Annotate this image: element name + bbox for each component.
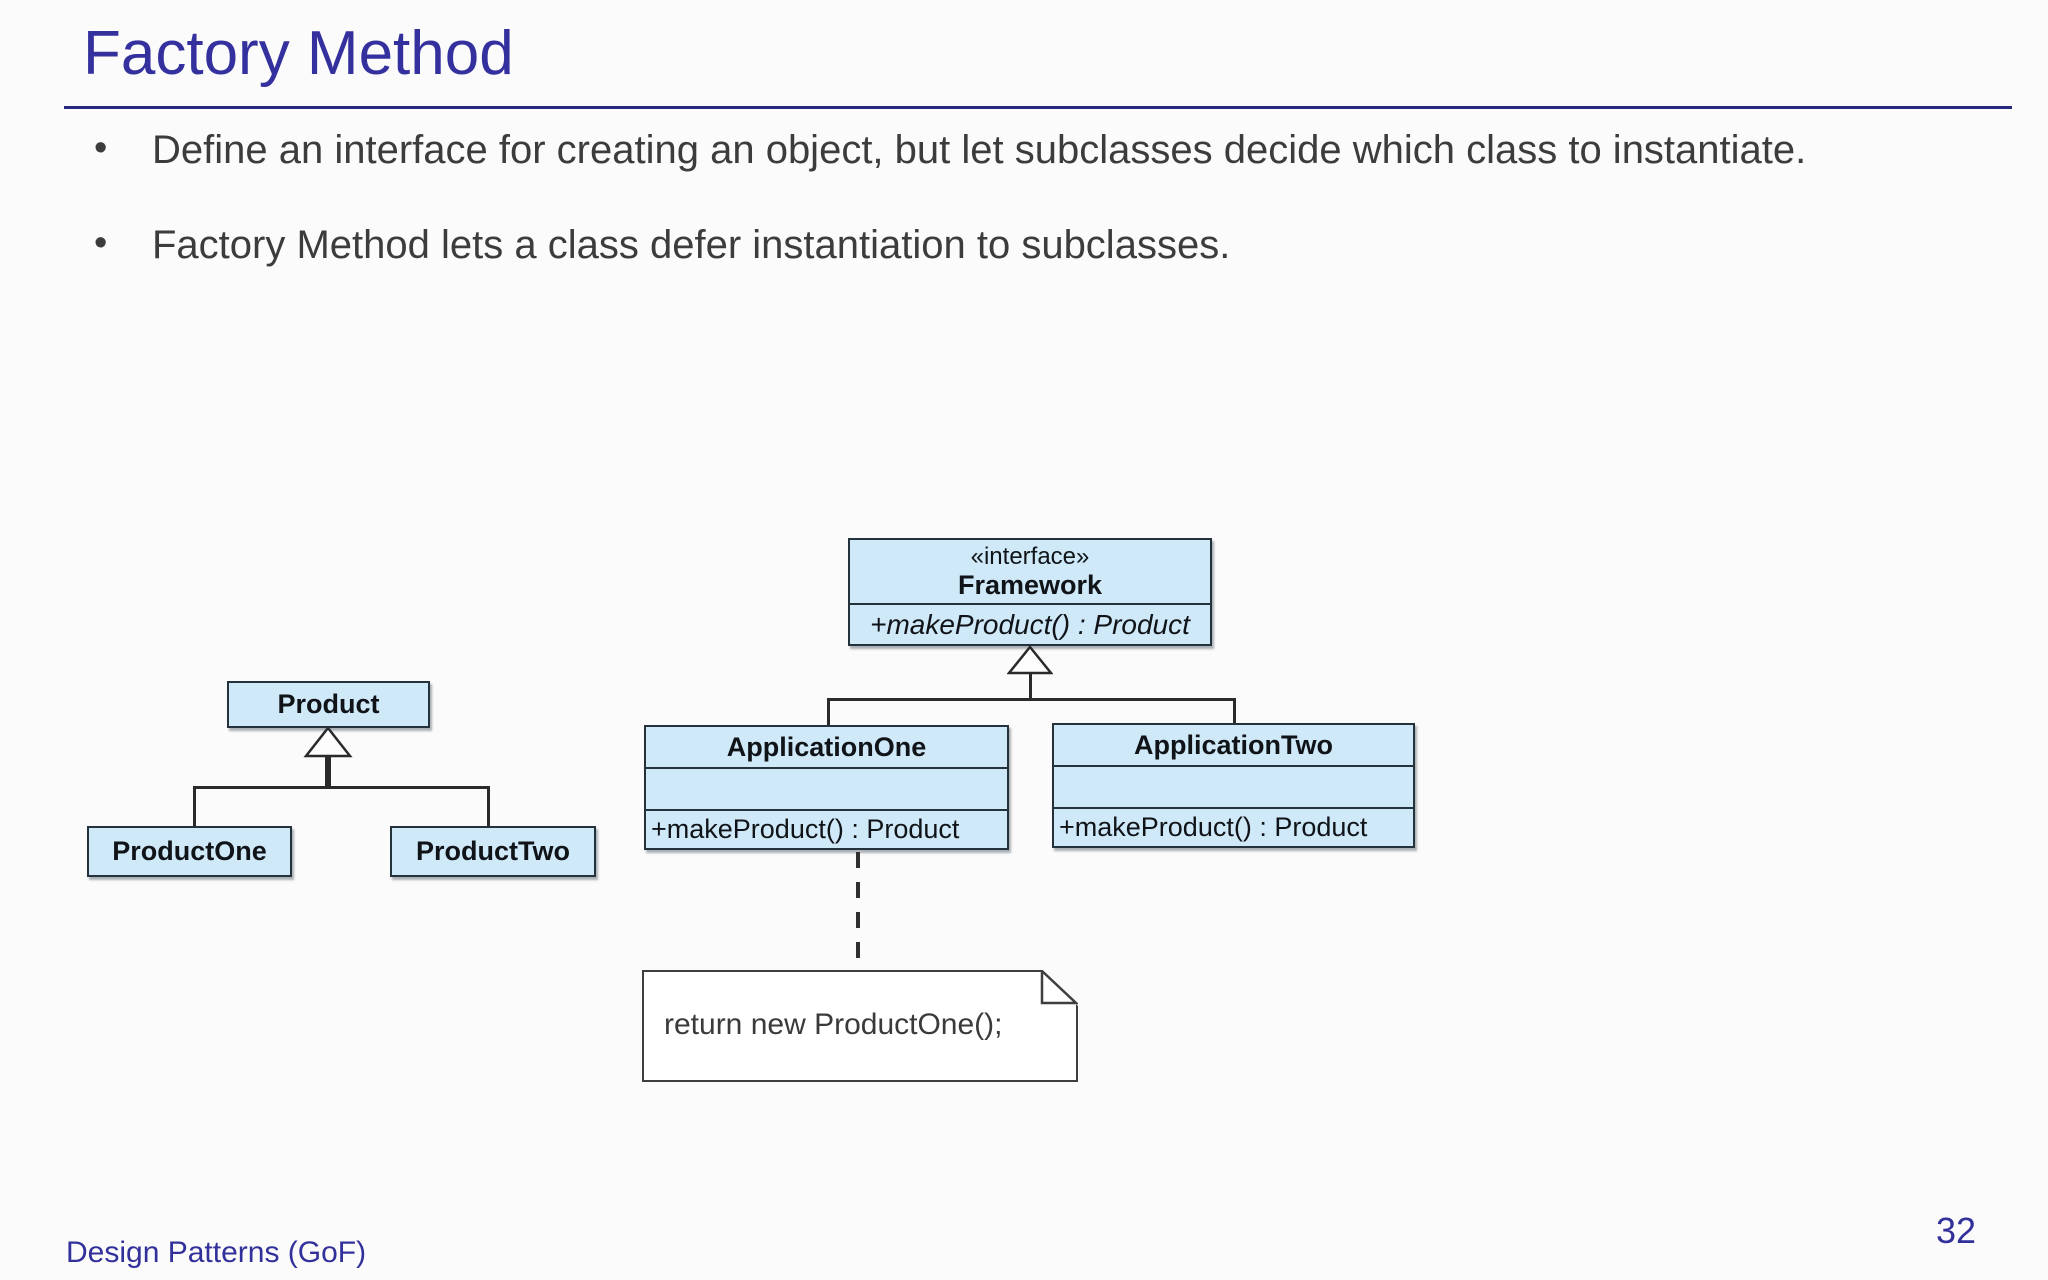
productone-class-box: ProductOne (87, 826, 292, 877)
generalization-triangle-framework (1007, 645, 1053, 675)
bullet-text: Factory Method lets a class defer instan… (152, 223, 1231, 267)
class-name: ProductOne (112, 836, 267, 866)
product-class-box: Product (227, 681, 430, 728)
applicationone-class-box: ApplicationOne +makeProduct() : Product (644, 725, 1009, 850)
bullet-text: Define an interface for creating an obje… (152, 128, 1807, 172)
uml-note (642, 970, 1078, 1082)
empty-attributes-compartment (646, 767, 1007, 809)
title-underline-rule (64, 106, 2012, 109)
producttwo-class-box: ProductTwo (390, 826, 596, 877)
bullet-list: Define an interface for creating an obje… (92, 120, 1892, 312)
class-name: Product (277, 689, 380, 719)
note-anchor-dashed-line (856, 852, 860, 970)
class-name: ApplicationTwo (1134, 729, 1333, 760)
class-name: ProductTwo (416, 836, 570, 866)
framework-header: «interface» Framework (850, 540, 1210, 603)
empty-attributes-compartment (1054, 765, 1413, 807)
footer-text: Design Patterns (GoF) (66, 1236, 367, 1269)
slide-title: Factory Method (83, 19, 514, 88)
interface-stereotype: «interface» (970, 543, 1090, 570)
product-connector-horizontal (193, 786, 490, 789)
framework-method: +makeProduct() : Product (850, 603, 1210, 644)
framework-connector-horizontal (827, 698, 1236, 701)
framework-connector-drop-right (1233, 698, 1236, 725)
note-fold-icon (1040, 970, 1078, 1005)
product-connector-drop-left (193, 786, 196, 828)
interface-name: Framework (957, 570, 1103, 600)
bullet-item: Define an interface for creating an obje… (92, 120, 1892, 179)
applicationone-method: +makeProduct() : Product (646, 809, 1007, 848)
note-text: return new ProductOne(); (664, 1008, 1003, 1041)
applicationtwo-method: +makeProduct() : Product (1054, 807, 1413, 846)
bullet-item: Factory Method lets a class defer instan… (92, 215, 1892, 274)
framework-connector-drop-left (827, 698, 830, 727)
framework-interface-box: «interface» Framework +makeProduct() : P… (848, 538, 1212, 646)
product-connector-drop-right (487, 786, 490, 828)
product-connector-stub (325, 755, 331, 787)
page-number: 32 (1936, 1210, 1977, 1251)
class-name: ApplicationOne (726, 731, 927, 762)
framework-connector-stub (1029, 672, 1032, 700)
applicationtwo-class-box: ApplicationTwo +makeProduct() : Product (1052, 723, 1415, 848)
generalization-triangle-product (303, 726, 353, 758)
